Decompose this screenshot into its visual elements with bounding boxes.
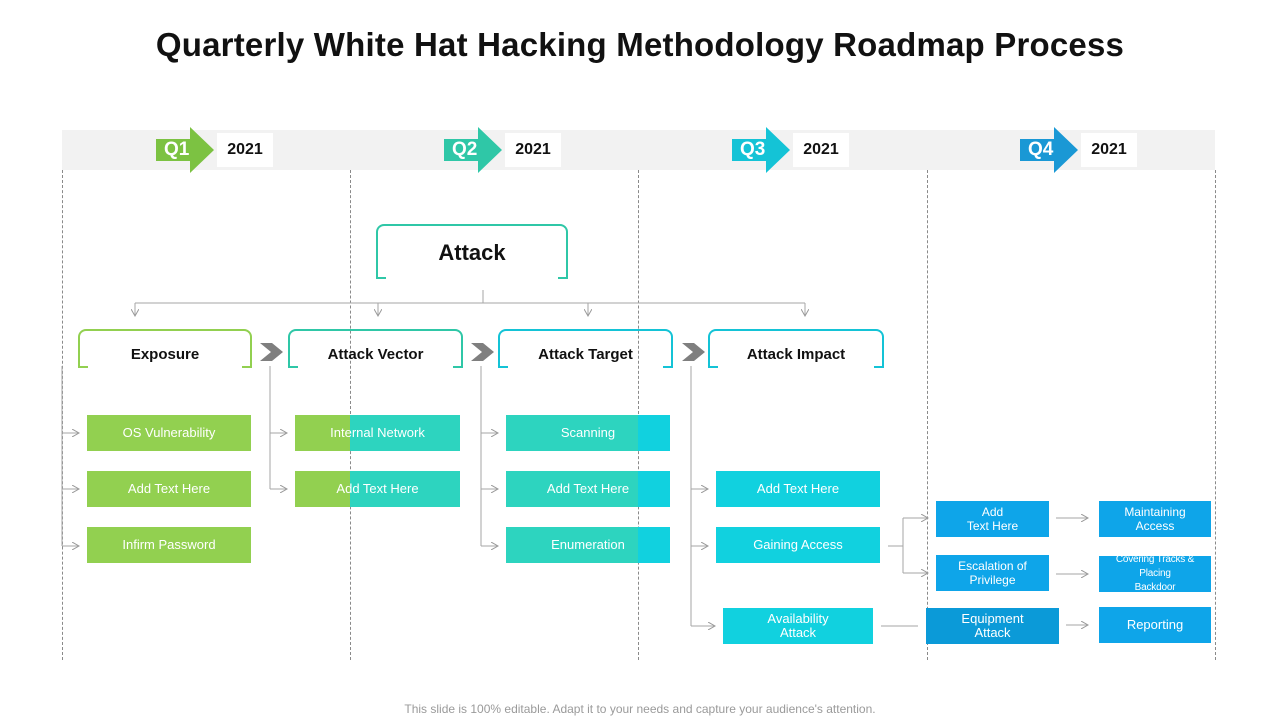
- quarter-divider: [1215, 170, 1216, 660]
- box-equipment-attack: Equipment Attack: [926, 608, 1059, 644]
- box-vector-add-text: Add Text Here: [295, 471, 460, 507]
- chevron-right-icon: [260, 343, 283, 361]
- box-reporting: Reporting: [1099, 607, 1211, 643]
- chevron-right-icon: [682, 343, 705, 361]
- box-maintaining-access: Maintaining Access: [1099, 501, 1211, 537]
- quarter-year: 2021: [793, 133, 849, 167]
- quarter-label: Q3: [740, 139, 766, 160]
- quarter-year: 2021: [217, 133, 273, 167]
- page-title: Quarterly White Hat Hacking Methodology …: [155, 26, 1125, 63]
- box-gaining-access: Gaining Access: [716, 527, 880, 563]
- quarter-badge-q2: Q2: [444, 127, 504, 173]
- quarter-label: Q2: [452, 139, 478, 160]
- category-bracket-attack-vector: [288, 329, 463, 368]
- category-label-attack-vector: Attack Vector: [327, 346, 424, 363]
- box-os-vulnerability: OS Vulnerability: [87, 415, 251, 451]
- box-impact-add-text: Add Text Here: [716, 471, 880, 507]
- box-scanning: Scanning: [506, 415, 670, 451]
- arrow-right-icon: [156, 127, 214, 173]
- quarter-label: Q1: [164, 139, 190, 160]
- quarter-year: 2021: [1081, 133, 1137, 167]
- box-q4-add-text: Add Text Here: [936, 501, 1049, 537]
- box-target-add-text: Add Text Here: [506, 471, 670, 507]
- quarter-label: Q4: [1028, 139, 1054, 160]
- category-label-attack-target: Attack Target: [538, 346, 633, 363]
- box-availability-attack: Availability Attack: [723, 608, 873, 644]
- box-infirm-password: Infirm Password: [87, 527, 251, 563]
- chevron-right-icon: [471, 343, 494, 361]
- quarter-badge-q3: Q3: [732, 127, 792, 173]
- quarter-badge-q4: Q4: [1020, 127, 1080, 173]
- root-label: Attack: [438, 240, 506, 265]
- quarter-badge-q1: Q1: [156, 127, 216, 173]
- arrow-right-icon: [1020, 127, 1078, 173]
- arrow-right-icon: [732, 127, 790, 173]
- box-escalation-of-privilege: Escalation of Privilege: [936, 555, 1049, 591]
- footer-note: This slide is 100% editable. Adapt it to…: [404, 702, 876, 716]
- box-internal-network: Internal Network: [295, 415, 460, 451]
- category-bracket-attack-impact: [708, 329, 884, 368]
- category-bracket-exposure: [78, 329, 252, 368]
- category-label-exposure: Exposure: [130, 346, 200, 363]
- quarter-year: 2021: [505, 133, 561, 167]
- box-enumeration: Enumeration: [506, 527, 670, 563]
- arrow-right-icon: [444, 127, 502, 173]
- category-bracket-attack-target: [498, 329, 673, 368]
- category-label-attack-impact: Attack Impact: [746, 346, 846, 363]
- box-exposure-add-text: Add Text Here: [87, 471, 251, 507]
- box-covering-tracks: Covering Tracks & Placing Backdoor: [1099, 556, 1211, 592]
- quarter-divider: [927, 170, 928, 660]
- root-bracket: [376, 224, 568, 279]
